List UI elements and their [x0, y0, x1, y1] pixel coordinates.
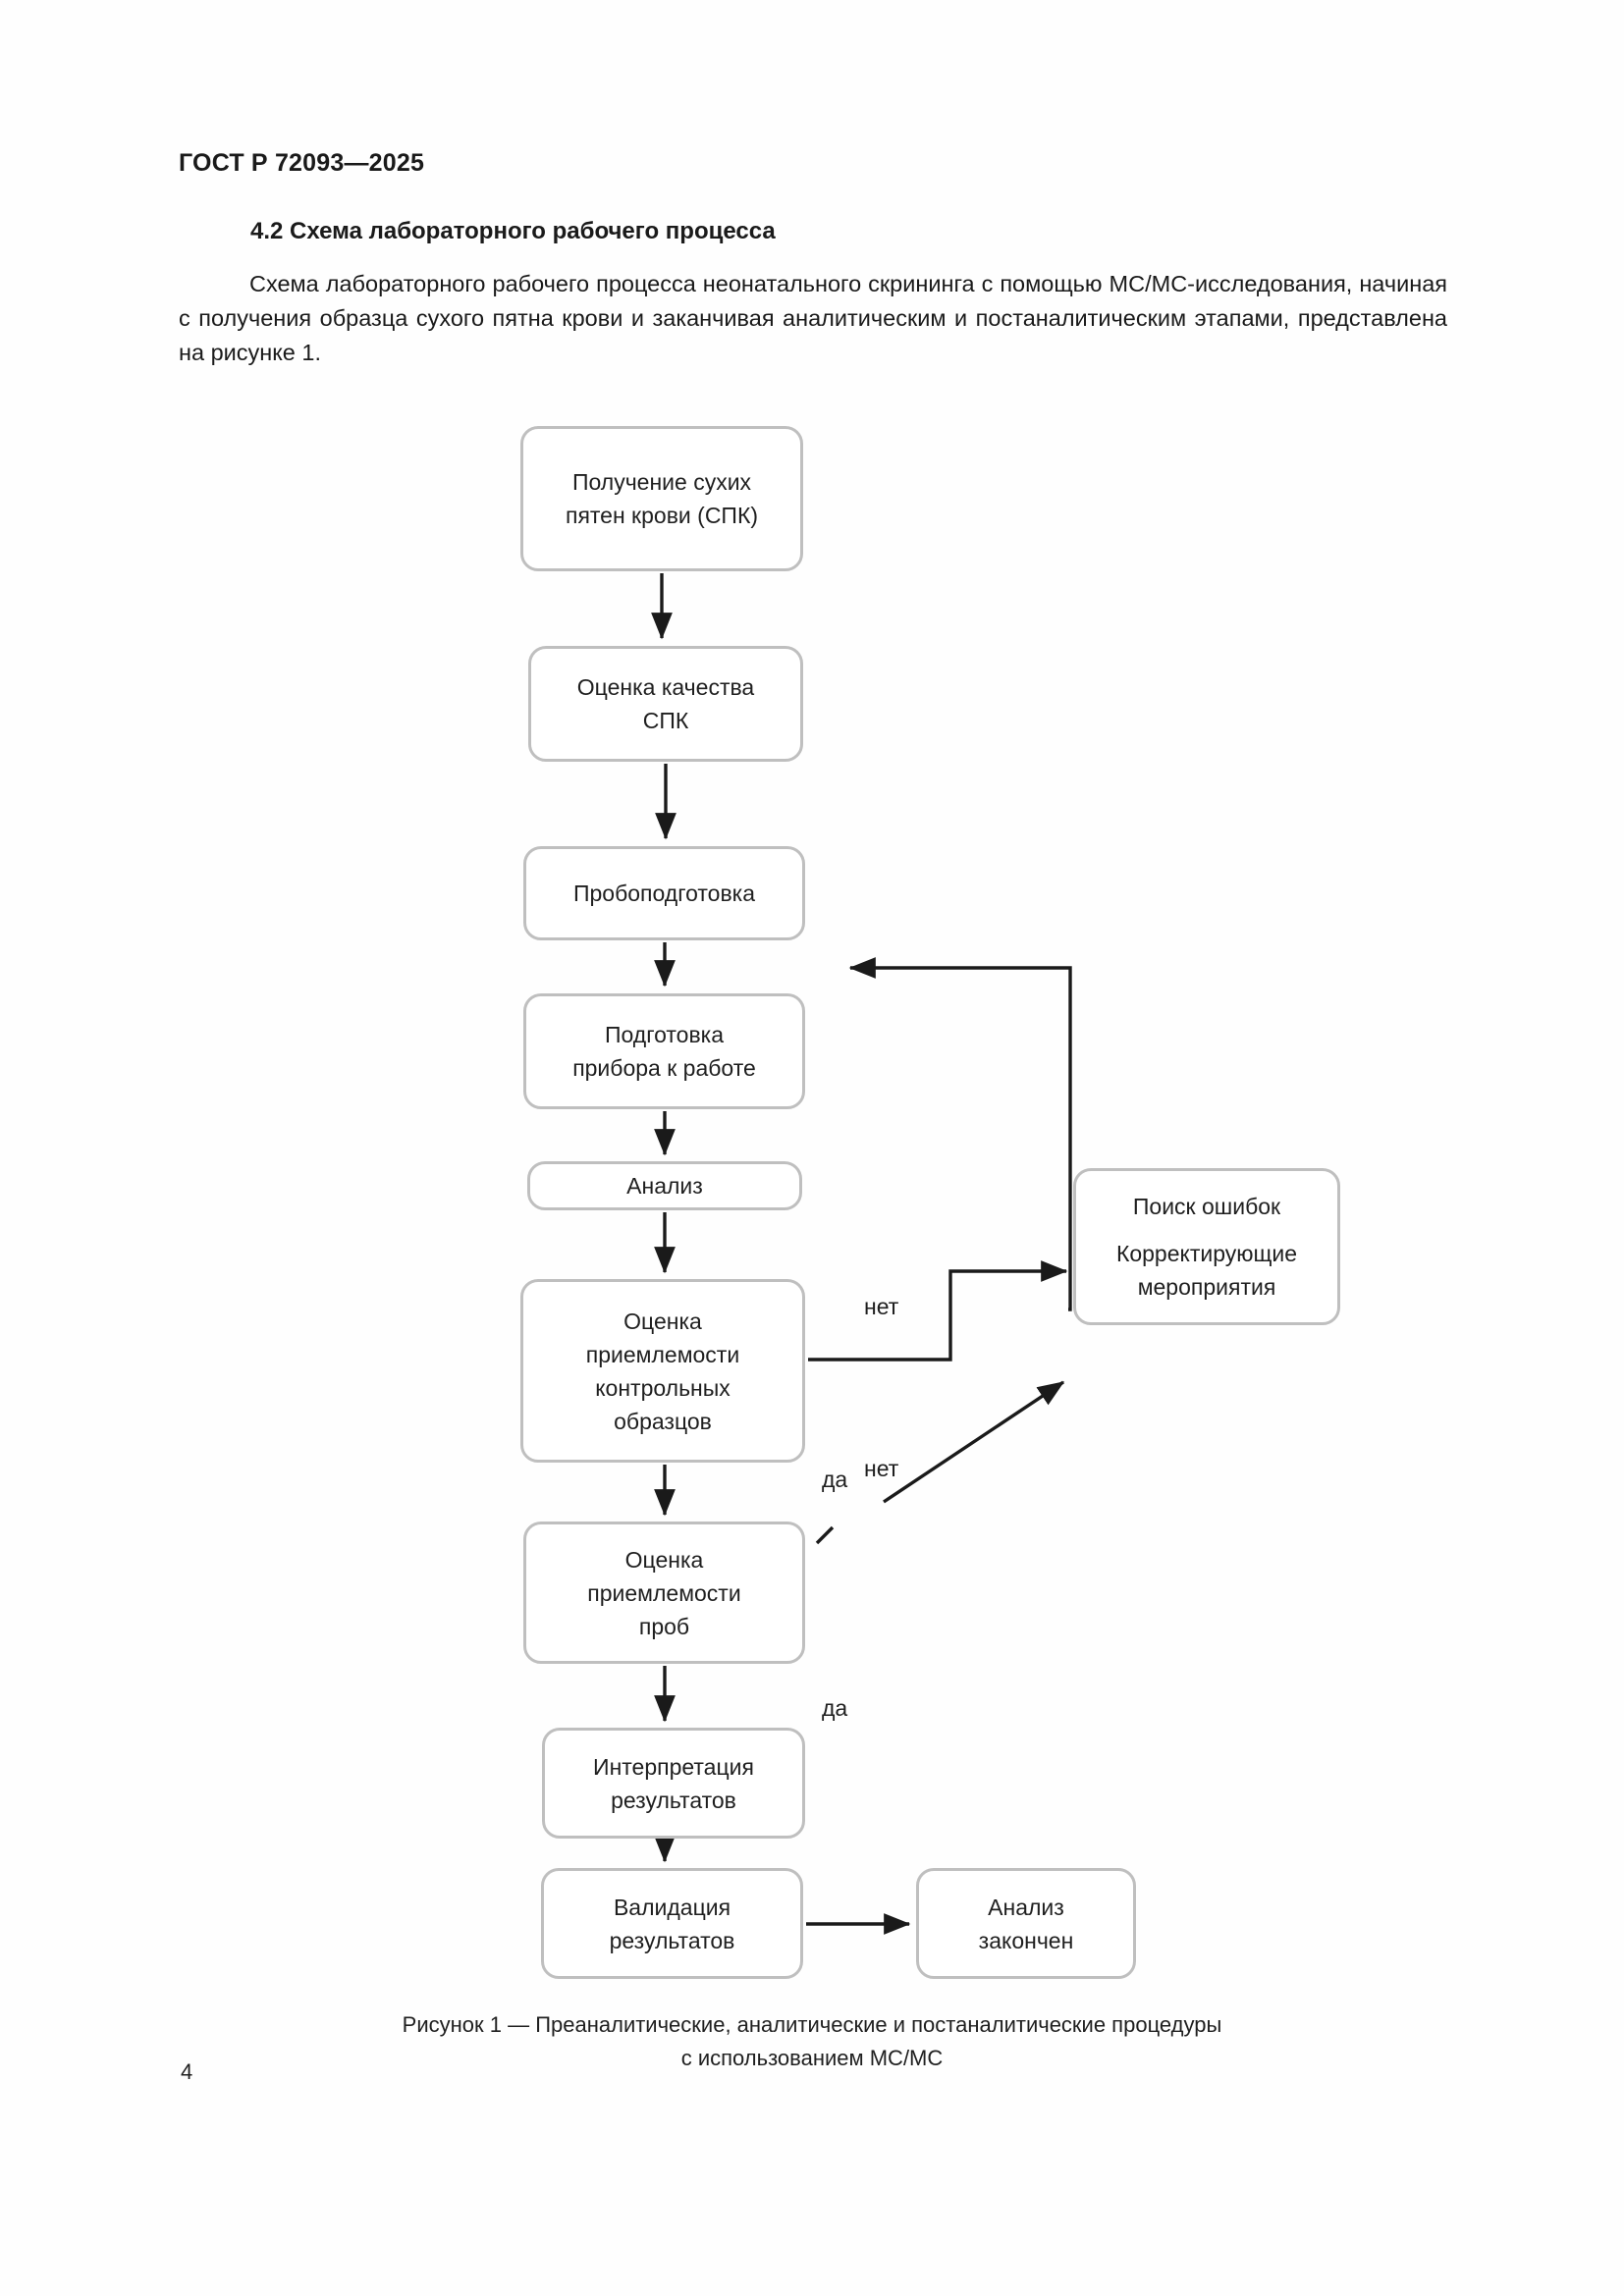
- node-label-line: приемлемости: [587, 1579, 741, 1606]
- node-label-line: Подготовка: [604, 1022, 725, 1047]
- edge-label-yes-samples: да: [822, 1695, 848, 1721]
- node-label-line: результатов: [609, 1927, 735, 1953]
- node-label-line: проб: [638, 1613, 690, 1639]
- figure-caption-line-2: с использованием МС/МС: [680, 2046, 944, 2070]
- node-label-line: Анализ: [988, 1894, 1064, 1920]
- edge-n6-n7: [808, 1260, 1068, 1362]
- flow-node-analysis[interactable]: Анализ: [527, 1161, 802, 1210]
- flow-node-instrument-preparation[interactable]: Подготовка прибора к работе: [523, 993, 805, 1109]
- section-paragraph: Схема лабораторного рабочего процесса не…: [179, 271, 1447, 365]
- edge-label-yes-control-samples: да: [822, 1467, 848, 1492]
- edge-label-no-samples: нет: [864, 1456, 899, 1481]
- node-label-line: Корректирующие: [1115, 1241, 1298, 1266]
- node-label-line: прибора к работе: [572, 1055, 756, 1081]
- node-label-line: образцов: [614, 1408, 712, 1434]
- edge-n7-n4-feedback: [848, 957, 1072, 1311]
- flow-node-sample-acceptability[interactable]: Оценка приемлемости проб: [523, 1522, 805, 1664]
- node-label-line: мероприятия: [1137, 1274, 1276, 1300]
- edge-n8-n7: [883, 1380, 1065, 1504]
- flow-node-result-validation[interactable]: Валидация результатов: [541, 1868, 803, 1979]
- node-label-line: закончен: [978, 1927, 1074, 1953]
- node-label-line: Пробоподготовка: [572, 881, 756, 906]
- edge-label-no-control-samples: нет: [864, 1294, 899, 1319]
- flow-node-sample-preparation[interactable]: Пробоподготовка: [523, 846, 805, 940]
- node-label-line: СПК: [642, 708, 689, 733]
- flow-node-error-search-corrective-actions[interactable]: Поиск ошибок Корректирующие мероприятия: [1073, 1168, 1340, 1325]
- flow-node-analysis-complete[interactable]: Анализ закончен: [916, 1868, 1136, 1979]
- node-label-line: Оценка: [624, 1546, 704, 1573]
- page-number: 4: [181, 2059, 193, 2084]
- document-standard-header: ГОСТ Р 72093—2025: [179, 149, 425, 177]
- node-label-line: результатов: [611, 1787, 736, 1813]
- section-heading: 4.2 Схема лабораторного рабочего процесс…: [250, 218, 776, 244]
- node-label-line: Оценка качества: [576, 674, 755, 700]
- flow-node-control-sample-acceptability[interactable]: Оценка приемлемости контрольных образцов: [520, 1279, 805, 1463]
- node-label-line: Анализ: [626, 1173, 703, 1199]
- node-label-line: Оценка: [623, 1308, 702, 1334]
- flow-node-dried-blood-spots[interactable]: Получение сухих пятен крови (СПК): [520, 426, 803, 571]
- node-label-line: Получение сухих: [571, 469, 752, 495]
- node-label-line: контрольных: [595, 1374, 731, 1401]
- figure-caption-line-1: Рисунок 1 — Преаналитические, аналитичес…: [402, 2012, 1222, 2037]
- node-label-line: пятен крови (СПК): [565, 503, 759, 528]
- node-label-line: приемлемости: [585, 1341, 740, 1367]
- figure-caption: Рисунок 1 — Преаналитические, аналитичес…: [321, 2008, 1303, 2075]
- node-label-line: Поиск ошибок: [1132, 1194, 1281, 1219]
- flow-node-quality-assessment[interactable]: Оценка качества СПК: [528, 646, 803, 762]
- node-label-line: Валидация: [613, 1894, 731, 1920]
- node-label-spacer: [1082, 1223, 1331, 1237]
- flow-node-result-interpretation[interactable]: Интерпретация результатов: [542, 1728, 805, 1839]
- edge-n8-n7-stub: [815, 1525, 835, 1545]
- node-label-line: Интерпретация: [593, 1753, 754, 1780]
